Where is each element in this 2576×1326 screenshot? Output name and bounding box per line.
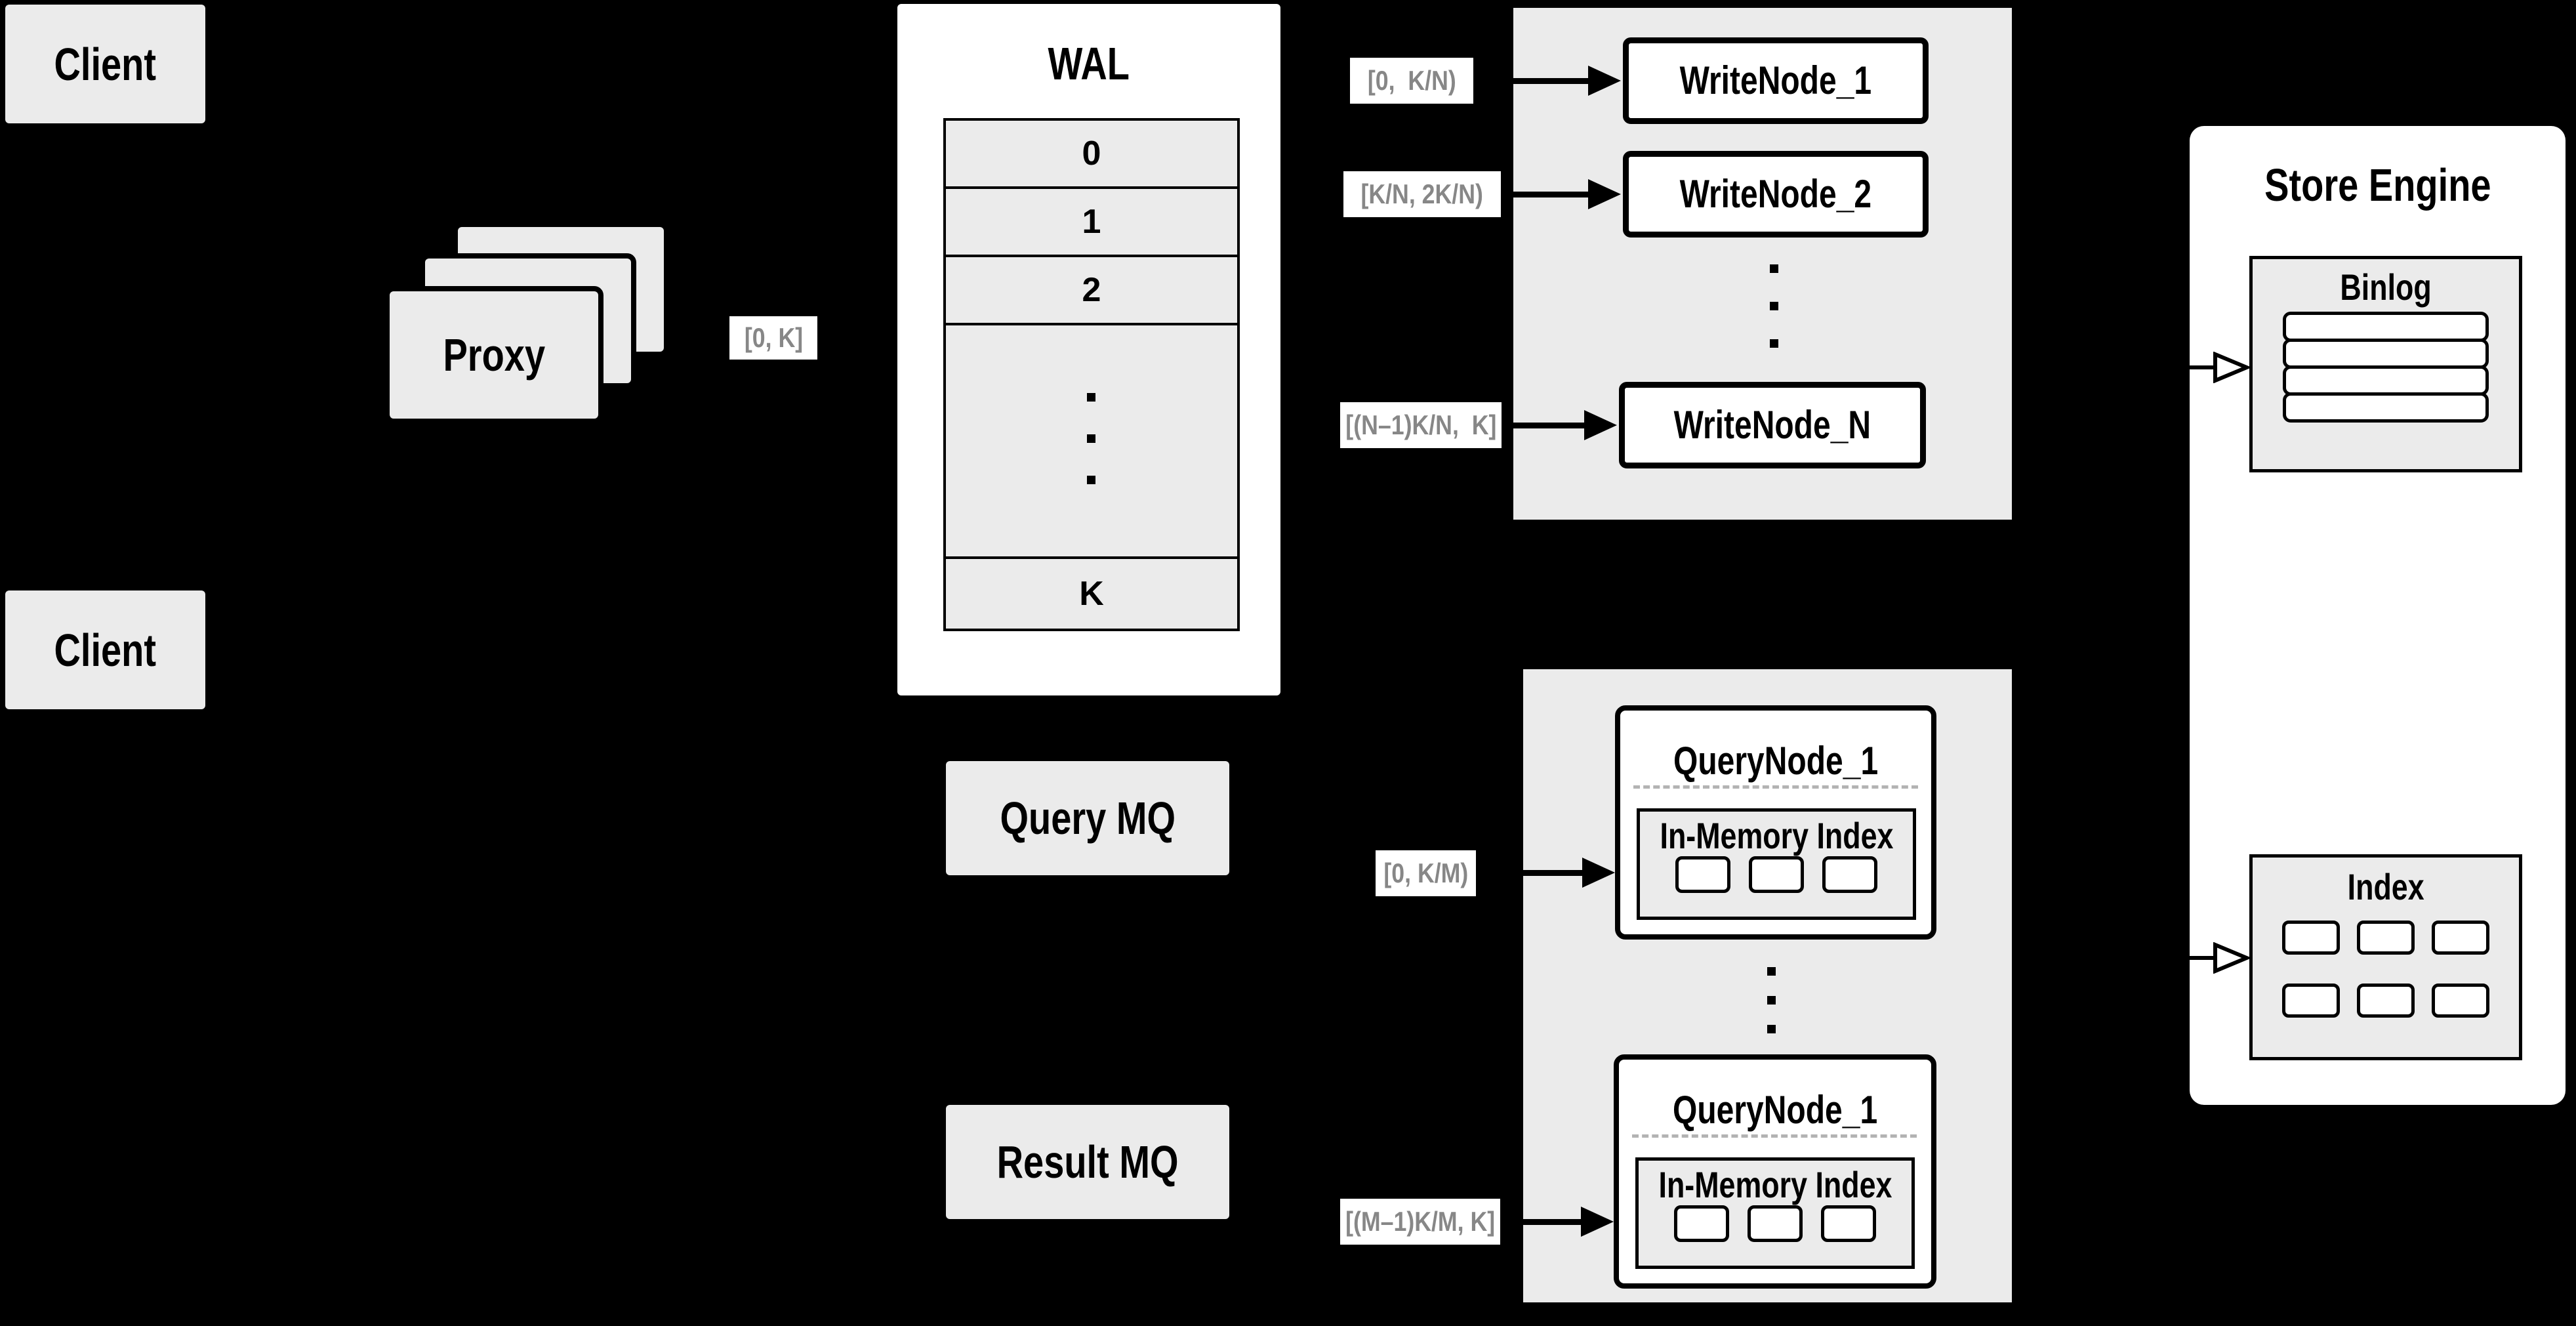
proxy-label: Proxy: [443, 329, 545, 381]
index-cell: [1821, 1205, 1876, 1242]
wal-segment-ellipsis: [943, 323, 1240, 559]
in-memory-index-bottom-cells: [1639, 1205, 1912, 1242]
index-cell: [2282, 984, 2340, 1018]
in-memory-index-top-title: In-Memory Index: [1660, 815, 1893, 856]
query-node-bottom: QueryNode_1 In-Memory Index: [1614, 1054, 1936, 1289]
index-cell: [1674, 1205, 1729, 1242]
client-top-label: Client: [54, 38, 157, 90]
ellipsis-dot: [1770, 339, 1778, 348]
index-cell: [2357, 921, 2415, 955]
in-memory-index-top-cells: [1640, 856, 1913, 893]
open-arrowhead-icon: [2213, 942, 2250, 974]
in-memory-index-bottom-title: In-Memory Index: [1658, 1164, 1892, 1205]
in-memory-index-top: In-Memory Index: [1637, 808, 1916, 920]
query-node-top-title: QueryNode_1: [1673, 739, 1879, 783]
wal-segment-1: 1: [943, 186, 1240, 257]
client-bottom-label: Client: [54, 624, 157, 676]
ellipsis-dot: [1770, 264, 1778, 273]
index-cell: [2357, 984, 2415, 1018]
binlog-row: [2283, 312, 2489, 342]
ellipsis-dot: [1767, 996, 1776, 1005]
result-mq-label: Result MQ: [996, 1136, 1179, 1188]
range-chip-write-n: [(N–1)K/N, K]: [1340, 402, 1502, 448]
query-node-bottom-title: QueryNode_1: [1672, 1088, 1878, 1132]
index-box: Index: [2249, 854, 2522, 1060]
store-engine-title: Store Engine: [2264, 159, 2491, 211]
write-node-n: WriteNode_N: [1619, 382, 1926, 468]
index-cells-row-1: [2253, 921, 2519, 955]
index-cells-row-2: [2253, 984, 2519, 1018]
proxy-card-front: Proxy: [384, 286, 603, 424]
query-mq-box: Query MQ: [946, 761, 1229, 875]
ellipsis-dot: [1087, 434, 1095, 443]
wal-segment-k: K: [943, 556, 1240, 631]
index-cell: [1748, 1205, 1803, 1242]
index-cell: [1822, 856, 1877, 893]
wal-segment-0: 0: [943, 118, 1240, 189]
query-node-top: QueryNode_1 In-Memory Index: [1615, 705, 1936, 940]
write-node-2: WriteNode_2: [1623, 151, 1929, 238]
wal-title: WAL: [1048, 38, 1130, 89]
binlog-row: [2283, 392, 2489, 423]
store-engine-box: Store Engine Binlog Index: [2190, 126, 2566, 1105]
range-chip-write-2: [K/N, 2K/N): [1343, 171, 1501, 217]
dashed-divider: [1632, 1134, 1917, 1138]
binlog-row: [2283, 339, 2489, 369]
binlog-rows: [2283, 312, 2489, 423]
write-node-1: WriteNode_1: [1623, 37, 1929, 124]
wal-segment-2: 2: [943, 255, 1240, 325]
in-memory-index-bottom: In-Memory Index: [1635, 1157, 1915, 1269]
index-title: Index: [2347, 866, 2424, 907]
ellipsis-dot: [1770, 302, 1778, 310]
range-chip-write-1: [0, K/N): [1350, 58, 1473, 104]
index-cell: [2432, 984, 2489, 1018]
open-arrowhead-icon: [2213, 352, 2250, 383]
range-chip-query-1: [0, K/M): [1376, 850, 1476, 896]
result-mq-box: Result MQ: [946, 1105, 1229, 1219]
client-bottom-box: Client: [5, 590, 205, 709]
ellipsis-dot: [1767, 967, 1776, 976]
index-cell: [2432, 921, 2489, 955]
query-mq-label: Query MQ: [1000, 793, 1176, 844]
binlog-box: Binlog: [2249, 256, 2522, 472]
index-cell: [1675, 856, 1730, 893]
binlog-title: Binlog: [2340, 266, 2432, 308]
ellipsis-dot: [1767, 1025, 1776, 1033]
client-top-box: Client: [5, 5, 205, 123]
wal-segment-table: 0 1 2 K: [943, 118, 1240, 631]
range-chip-proxy-out: [0, K]: [729, 316, 817, 360]
binlog-row: [2283, 365, 2489, 396]
index-cell: [2282, 921, 2340, 955]
ellipsis-dot: [1087, 476, 1095, 484]
index-cell: [1749, 856, 1804, 893]
range-chip-query-m: [(M–1)K/M, K]: [1340, 1199, 1500, 1245]
ellipsis-dot: [1087, 393, 1095, 402]
dashed-divider: [1633, 785, 1918, 789]
